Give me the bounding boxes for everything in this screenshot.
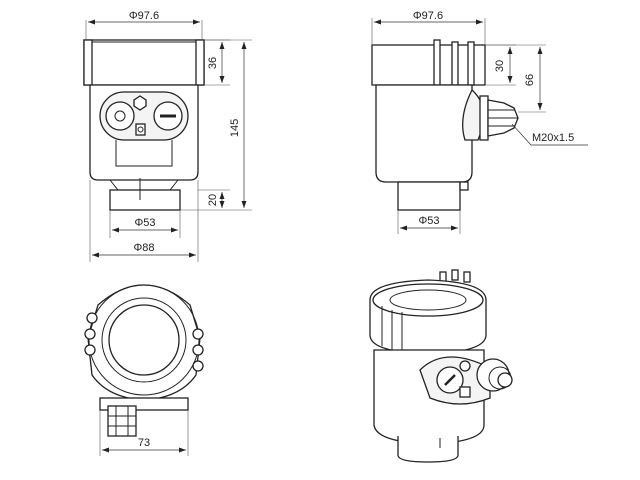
side-stem: [397, 181, 461, 211]
front-stem: [109, 189, 181, 211]
top-window: [108, 304, 180, 376]
front-view: Φ97.6 36 145 20 Φ53 Φ88: [83, 10, 252, 262]
side-gland-height-label: 66: [524, 74, 536, 86]
side-stem-diameter-label: Φ53: [418, 215, 439, 227]
side-view: Φ97.6 30 66 M20x1.5 Φ53: [371, 10, 588, 234]
side-gland-nut: [479, 95, 489, 141]
side-body: [375, 84, 473, 183]
side-cap: [371, 44, 486, 86]
front-total-height-label: 145: [229, 119, 241, 137]
side-cap-height-label: 30: [494, 60, 506, 72]
front-cap-rib-right: [195, 39, 205, 86]
front-top-diameter-label: Φ97.6: [129, 10, 159, 22]
front-screw-top: [133, 95, 147, 111]
front-stem-height-label: 20: [207, 194, 219, 206]
side-thread-label: M20x1.5: [532, 132, 574, 144]
front-knob-left: [105, 101, 135, 131]
front-cap-rib-left: [83, 39, 93, 86]
top-cable-gland: [107, 405, 137, 437]
front-body-diameter-label: Φ88: [133, 242, 154, 254]
iso-stem: [397, 436, 459, 463]
side-top-diameter-label: Φ97.6: [413, 10, 443, 22]
isometric-view: [369, 269, 513, 463]
front-cap: [83, 39, 205, 86]
top-view: 73: [84, 284, 204, 456]
front-screw-bottom: [135, 123, 146, 136]
front-cap-height-label: 36: [207, 57, 219, 69]
front-stem-diameter-label: Φ53: [134, 217, 155, 229]
top-width-label: 73: [138, 437, 150, 449]
